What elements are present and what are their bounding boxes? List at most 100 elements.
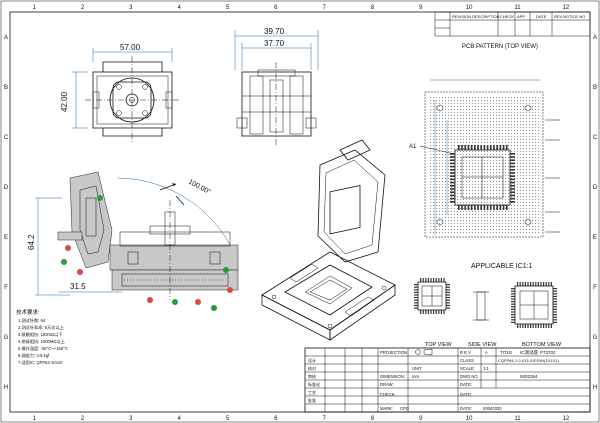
scale-label: SCALE: — [460, 366, 475, 371]
ic-pin — [511, 314, 515, 316]
ic-pin — [522, 324, 524, 328]
date-value: 20040320 — [483, 406, 502, 411]
column-number: 8 — [371, 5, 375, 11]
pcb-pad — [467, 205, 470, 210]
ic-pin — [446, 286, 450, 288]
ic-pin — [548, 324, 550, 328]
ic-pin — [545, 324, 547, 328]
pcb-pad — [461, 205, 463, 210]
ic-pin — [425, 278, 427, 282]
side-view-inner-dim: 37.70 — [264, 39, 285, 48]
pcb-pad — [510, 201, 515, 203]
top-view-height-dim: 42.00 — [60, 91, 69, 112]
ic-pin — [414, 289, 418, 291]
pcb-pad — [480, 205, 482, 210]
sign-standard: 标准化 — [308, 381, 320, 387]
pcb-pad — [506, 205, 508, 210]
ic-pin — [553, 290, 557, 292]
pcb-pad — [510, 185, 515, 187]
pcb-pad — [480, 145, 482, 150]
rev-value: A — [485, 350, 488, 355]
pcb-pad — [470, 205, 473, 210]
ic-pin — [446, 294, 450, 296]
sign-process: 工艺 — [308, 390, 316, 395]
pcb-pad — [510, 156, 515, 158]
ic-bottom-pins — [511, 282, 557, 328]
pcb-pad — [450, 197, 455, 200]
rev-header-check: CHECK — [500, 14, 514, 19]
ic-pin — [532, 324, 534, 328]
ic-pin — [511, 316, 515, 318]
ic-pin — [414, 294, 418, 296]
pcb-pad — [493, 205, 495, 210]
pcb-pad — [470, 145, 473, 150]
ic-pin — [535, 282, 537, 286]
pcb-pad — [450, 172, 455, 174]
pcb-pad — [461, 145, 463, 150]
pcb-pad — [450, 188, 455, 190]
ic-pin — [414, 291, 418, 293]
note-line: 6.插拔力: 3-5 kgf — [18, 352, 50, 359]
ic-pin — [422, 278, 424, 282]
ic-pin — [553, 316, 557, 318]
section-view: 100.00° 64.2 31.5 — [27, 171, 239, 311]
pcb-pad — [493, 145, 495, 150]
pcb-pad — [464, 145, 466, 150]
ic-pin — [537, 282, 539, 286]
ic-pin — [553, 303, 557, 305]
ic-pin — [553, 311, 557, 313]
column-number: 10 — [466, 416, 473, 422]
rev-header-app: APP — [517, 14, 525, 19]
pcb-pad — [450, 185, 455, 187]
ic-pin — [446, 291, 450, 293]
sign-review: 审核 — [308, 373, 316, 379]
ic-pin — [446, 302, 450, 304]
row-letter: G — [593, 335, 598, 341]
ic-pin — [517, 282, 519, 286]
ic-pin — [511, 293, 515, 295]
ic-pin — [553, 293, 557, 295]
sign-proof: 校对 — [308, 365, 316, 371]
sheet-inner-border — [9, 11, 591, 413]
pcb-pad — [510, 165, 515, 168]
column-number: 12 — [562, 5, 569, 11]
column-number: 9 — [419, 5, 423, 11]
pcb-pad — [450, 191, 455, 193]
ic-pin — [511, 301, 515, 303]
ic-pin — [550, 282, 552, 286]
ic-pin — [553, 288, 557, 290]
ic-pin — [430, 310, 432, 314]
pcb-pad — [450, 169, 455, 171]
pcb-pad — [510, 188, 515, 190]
row-letter: H — [4, 385, 8, 391]
column-number: 1 — [32, 416, 36, 422]
ic-pin — [522, 282, 524, 286]
pcb-pad — [490, 205, 492, 210]
ic-pin — [550, 324, 552, 328]
pcb-pad — [510, 153, 515, 155]
row-letter: D — [4, 185, 9, 191]
ic-pin — [446, 297, 450, 299]
pcb-pad — [499, 205, 502, 210]
ic-pin — [543, 324, 545, 328]
column-number: 2 — [81, 5, 85, 11]
sign-design: 设计 — [308, 357, 316, 363]
ic-pin — [553, 321, 557, 323]
pcb-pad — [510, 172, 515, 174]
row-letter: D — [593, 185, 598, 191]
ic-pin — [545, 282, 547, 286]
ic-pin — [427, 278, 429, 282]
ic-pin — [511, 288, 515, 290]
pcb-pad — [502, 205, 505, 210]
column-number: 7 — [322, 5, 326, 11]
pcb-pads — [450, 145, 515, 210]
pcb-pad — [450, 181, 455, 184]
ic-pin — [511, 303, 515, 305]
note-line: 5.操作温度: -55°C~+150°C — [18, 345, 68, 352]
projection-label: PROJECTION — [380, 350, 407, 355]
sign-approve: 批准 — [308, 397, 316, 403]
ic-pin — [553, 308, 557, 310]
pcb-pad — [496, 145, 498, 150]
